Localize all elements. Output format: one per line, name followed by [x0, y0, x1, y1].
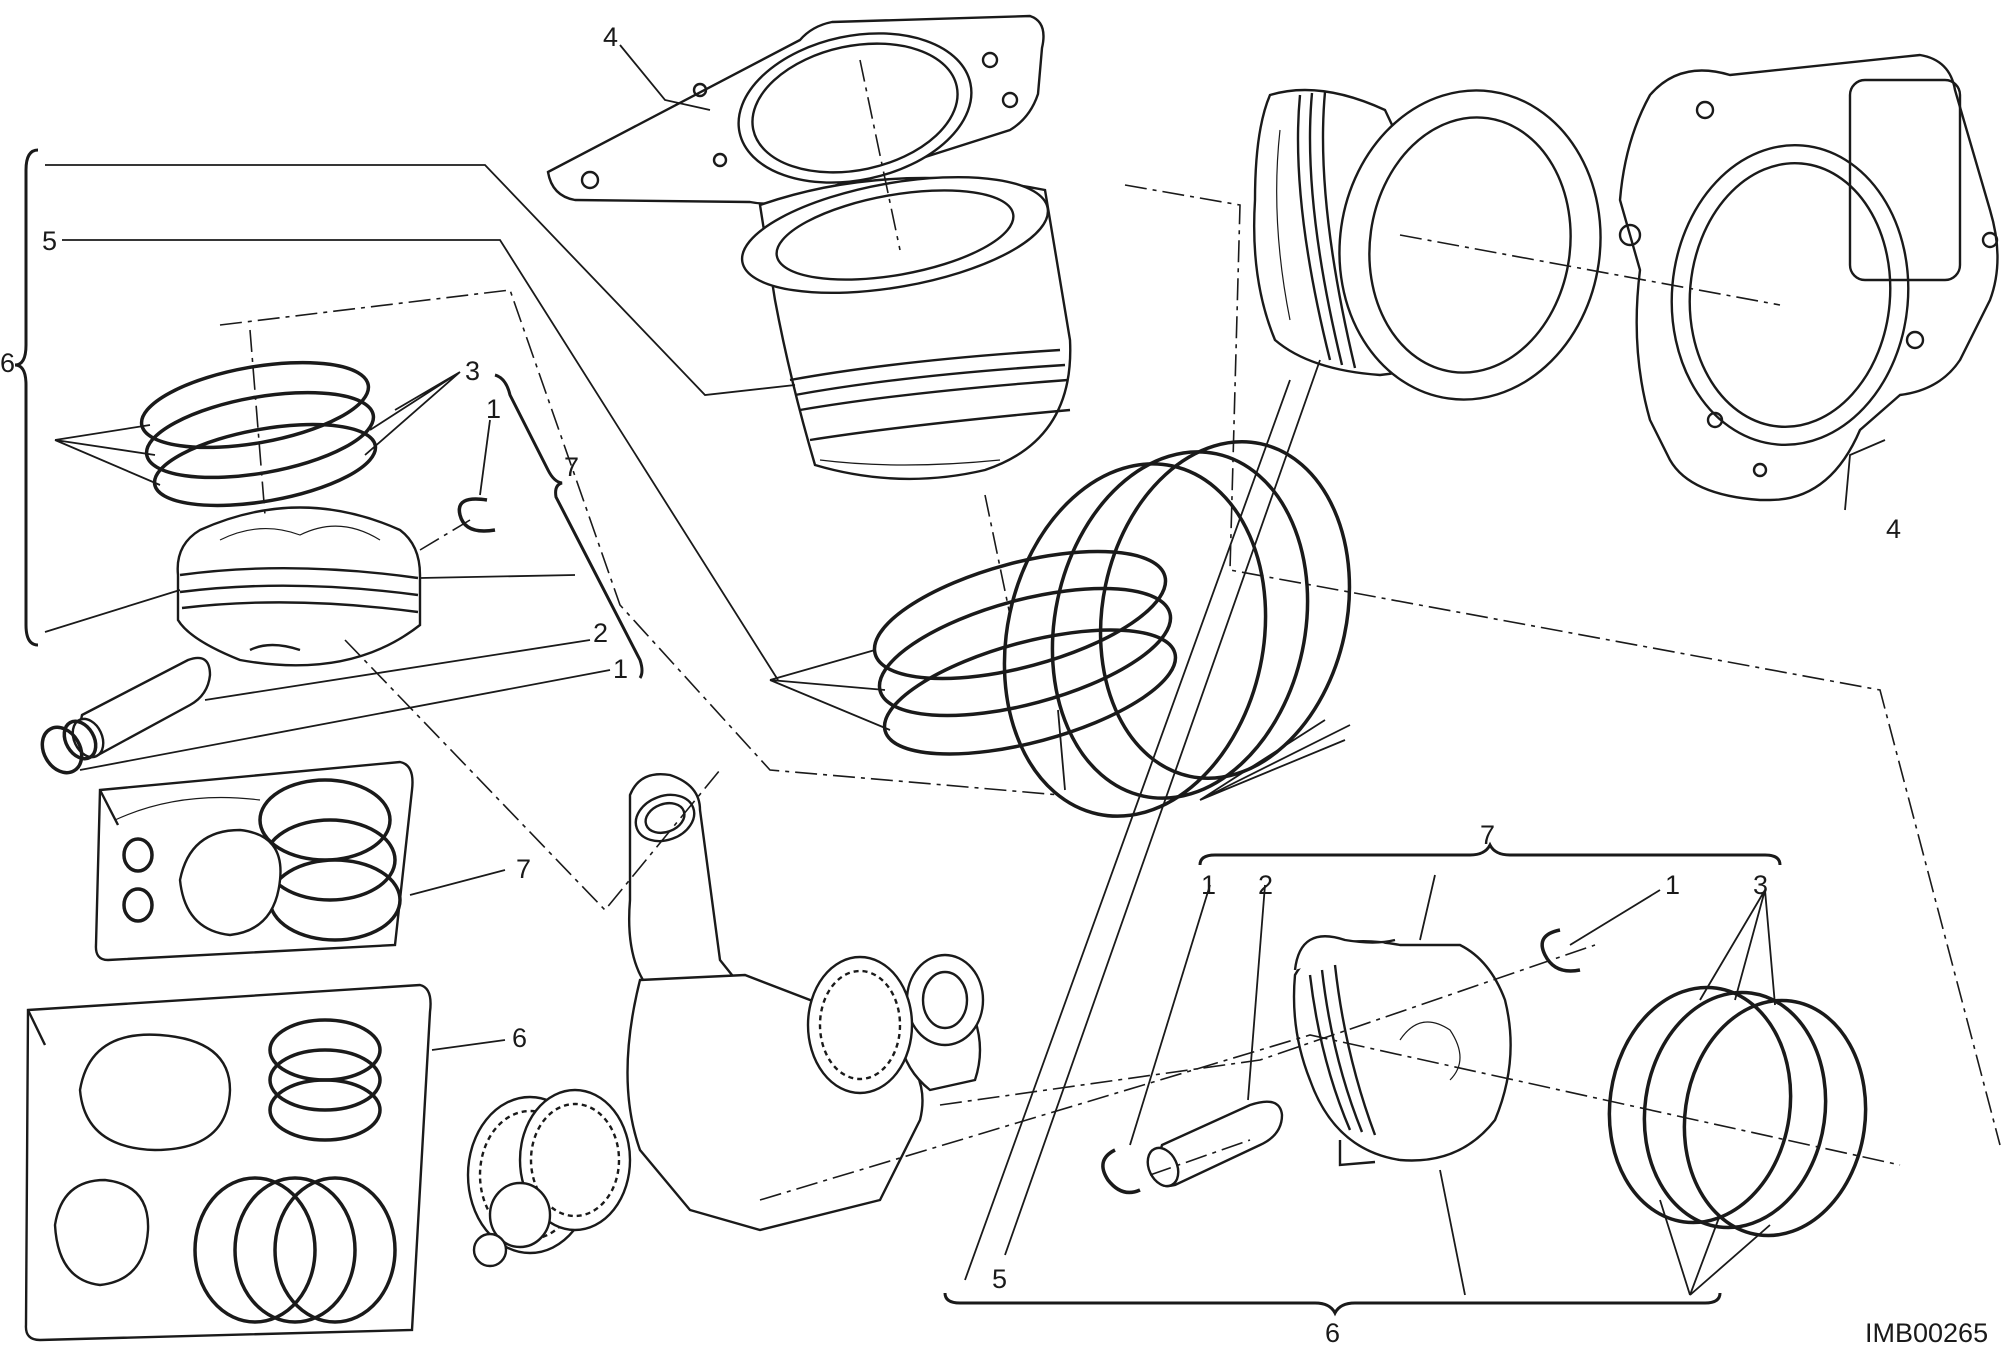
callout-3-left: 3: [465, 356, 480, 386]
leader-lines: [44, 44, 1886, 1296]
callout-5-left: 5: [42, 226, 57, 256]
callout-6-left: 6: [0, 348, 15, 378]
piston-kit-package-6: [24, 983, 432, 1342]
callout-4-top: 4: [603, 22, 618, 52]
callout-6-right: 6: [1325, 1318, 1340, 1348]
callout-7-kit: 7: [516, 854, 531, 884]
callout-4-right: 4: [1886, 514, 1901, 544]
callouts: 4 5 6 3 1 7 2 1 7 6 4 7 1 2 1 3 5 6 IMB0…: [0, 22, 1988, 1348]
circlip-left-lower: [40, 719, 98, 775]
image-code: IMB00265: [1865, 1318, 1988, 1348]
callout-2-left: 2: [593, 618, 608, 648]
circlip-right-right: [1540, 928, 1581, 973]
callout-1-left-b: 1: [613, 654, 628, 684]
piston-left: [176, 506, 422, 667]
piston-pin-right: [1146, 1100, 1284, 1188]
ring-set-left: [139, 360, 378, 508]
callout-1-right-a: 1: [1201, 870, 1216, 900]
circlip-right-left: [1101, 1148, 1141, 1195]
crank-gear-large: [466, 1088, 632, 1268]
circlip-left-upper: [457, 497, 496, 533]
piston-pin-left: [71, 656, 212, 759]
callout-7-right: 7: [1480, 820, 1495, 850]
brackets: [14, 148, 1782, 1317]
crank-gear-small: [806, 955, 914, 1095]
callout-3-right: 3: [1753, 870, 1768, 900]
crankshaft: [626, 953, 985, 1232]
piston-kit-package-7: [94, 760, 414, 962]
callout-2-right: 2: [1258, 870, 1273, 900]
callout-1-right-b: 1: [1665, 870, 1680, 900]
center-lines: [219, 59, 2001, 1201]
callout-7-left: 7: [564, 452, 579, 482]
head-gasket-right: [1618, 53, 1999, 502]
head-gasket-top: [546, 14, 1045, 205]
cylinder-liner-right: [1252, 88, 1602, 401]
piston-right: [1292, 935, 1512, 1167]
callout-1-left-a: 1: [486, 394, 501, 424]
ring-set-right-lower: [1607, 985, 1868, 1238]
callout-5-right: 5: [992, 1264, 1007, 1294]
cylinder-liner-center: [740, 175, 1072, 481]
callout-6-kit: 6: [512, 1023, 527, 1053]
ring-set-right-upper: [1002, 440, 1352, 818]
